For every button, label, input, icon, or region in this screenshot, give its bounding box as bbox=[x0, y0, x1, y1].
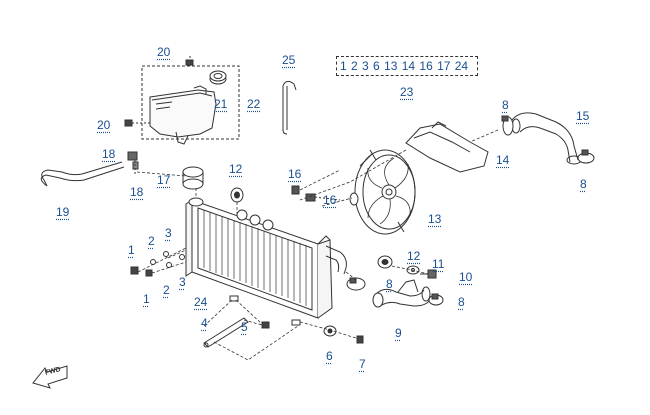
radiator-cap-17 bbox=[182, 166, 204, 190]
callout-9[interactable]: 9 bbox=[395, 326, 402, 340]
grommet-12-right bbox=[377, 255, 393, 269]
callout-13[interactable]: 13 bbox=[428, 212, 442, 226]
callout-19[interactable]: 19 bbox=[56, 205, 70, 219]
bolts-1-2-3 bbox=[130, 251, 185, 277]
callout-17[interactable]: 17 bbox=[157, 173, 171, 187]
upper-hose-15 bbox=[511, 112, 582, 165]
screw-20-top bbox=[185, 59, 194, 66]
screw-20-left bbox=[124, 119, 150, 127]
group-23-box: 1 2 3 6 13 14 16 17 24 bbox=[336, 56, 478, 76]
fwd-label: FWD bbox=[33, 366, 67, 383]
callout-16-top[interactable]: 16 bbox=[288, 167, 302, 181]
fwd-text: FWD bbox=[44, 366, 62, 377]
callout-6[interactable]: 6 bbox=[326, 349, 333, 363]
callout-18-bottom[interactable]: 18 bbox=[130, 185, 144, 199]
callout-8-upper[interactable]: 8 bbox=[502, 98, 509, 112]
callout-3-bottom[interactable]: 3 bbox=[179, 275, 186, 289]
callout-12-top[interactable]: 12 bbox=[229, 162, 243, 176]
hose-clamp-8-right bbox=[577, 149, 595, 164]
callout-20-left[interactable]: 20 bbox=[97, 118, 111, 132]
callout-1-bottom[interactable]: 1 bbox=[143, 292, 150, 306]
callout-8-right[interactable]: 8 bbox=[580, 177, 587, 191]
hose-clamp-8-low bbox=[428, 293, 444, 306]
grommet-6 bbox=[323, 325, 337, 337]
bracket-4 bbox=[203, 317, 249, 348]
callout-25[interactable]: 25 bbox=[282, 53, 296, 67]
reservoir-cap-21 bbox=[209, 70, 227, 85]
overflow-hose-19 bbox=[40, 161, 125, 187]
coolant-reservoir bbox=[149, 85, 217, 145]
callout-16-right[interactable]: 16 bbox=[323, 193, 337, 207]
callout-14[interactable]: 14 bbox=[496, 153, 510, 167]
callout-21[interactable]: 21 bbox=[214, 97, 228, 111]
lower-hose-9 bbox=[372, 279, 431, 308]
hose-clip-18 bbox=[127, 151, 139, 175]
bolt-7 bbox=[356, 335, 364, 344]
cooling-fan-13 bbox=[349, 149, 416, 235]
grommet-12-top bbox=[230, 187, 244, 203]
callout-8-mid[interactable]: 8 bbox=[386, 277, 393, 291]
callout-1-top[interactable]: 1 bbox=[128, 243, 135, 257]
callout-24[interactable]: 24 bbox=[194, 295, 208, 309]
callout-18-top[interactable]: 18 bbox=[102, 147, 116, 161]
assembly-lines bbox=[136, 129, 499, 361]
callout-15[interactable]: 15 bbox=[576, 109, 590, 123]
callout-3-top[interactable]: 3 bbox=[165, 226, 172, 240]
callout-4[interactable]: 4 bbox=[201, 316, 208, 330]
callout-20-top[interactable]: 20 bbox=[157, 45, 171, 59]
callout-8-low[interactable]: 8 bbox=[458, 295, 465, 309]
callout-2-bottom[interactable]: 2 bbox=[163, 283, 170, 297]
callout-7[interactable]: 7 bbox=[359, 357, 366, 371]
callout-22[interactable]: 22 bbox=[247, 97, 261, 111]
breather-pipe-25 bbox=[282, 80, 297, 135]
callout-10[interactable]: 10 bbox=[459, 270, 473, 284]
forward-direction-arrow bbox=[32, 365, 68, 389]
callout-23[interactable]: 23 bbox=[400, 85, 414, 99]
group-23-parts-list: 1 2 3 6 13 14 16 17 24 bbox=[340, 59, 469, 73]
callout-11[interactable]: 11 bbox=[432, 257, 445, 271]
callout-5[interactable]: 5 bbox=[241, 320, 248, 334]
nut-5 bbox=[261, 321, 270, 329]
hose-clamp-8-mid bbox=[346, 277, 366, 291]
radiator-core-24 bbox=[185, 197, 347, 326]
fan-shroud-14 bbox=[405, 121, 489, 173]
callout-12-right[interactable]: 12 bbox=[407, 249, 421, 263]
hose-clamp-8-upper bbox=[501, 115, 514, 136]
callout-2-top[interactable]: 2 bbox=[148, 234, 155, 248]
